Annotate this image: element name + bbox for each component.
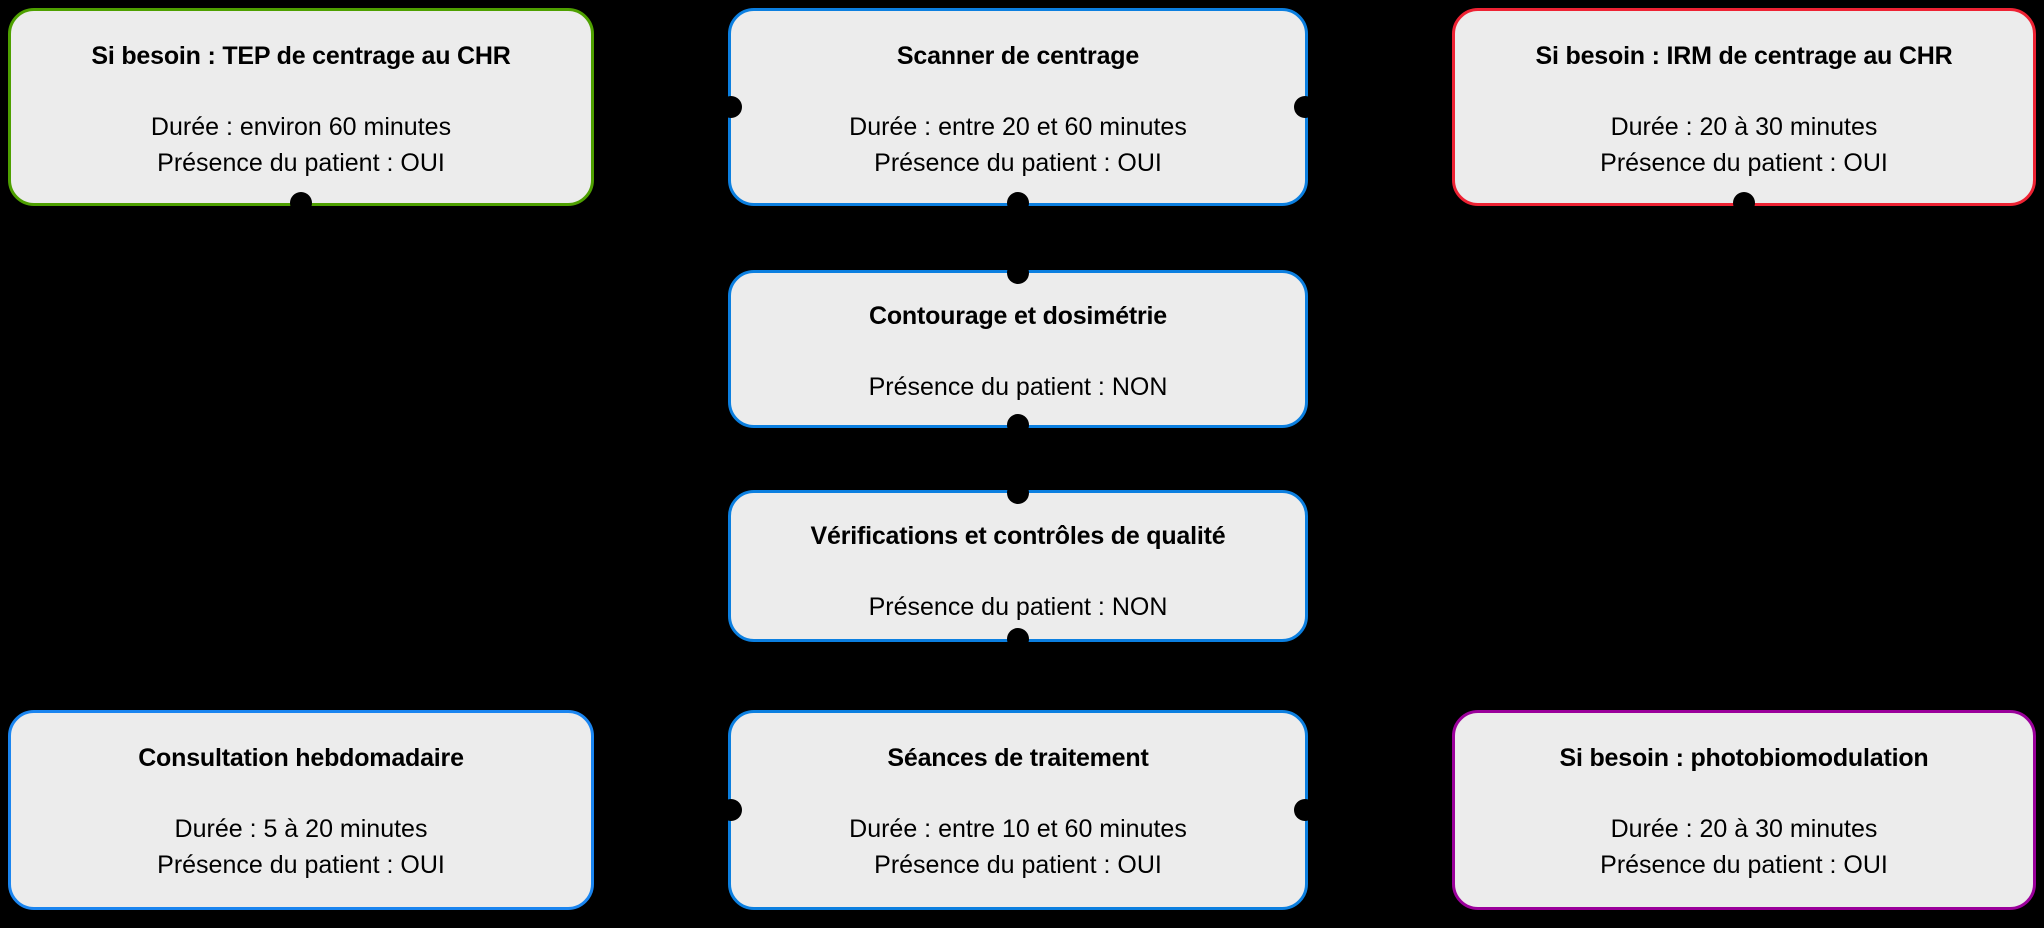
node-tep-centrage[interactable]: Si besoin : TEP de centrage au CHR Durée …	[8, 8, 594, 214]
node-detail-line: Présence du patient : NON	[868, 373, 1168, 401]
node-detail-line: Présence du patient : OUI	[874, 149, 1162, 177]
node-detail-line: Présence du patient : OUI	[157, 851, 445, 879]
connection-handle-bottom-icon[interactable]	[1007, 414, 1029, 436]
node-title: Séances de traitement	[887, 744, 1149, 772]
node-detail-line: Durée : environ 60 minutes	[150, 113, 452, 141]
node-detail-lines: Présence du patient : NON	[869, 589, 1168, 625]
node-title: Vérifications et contrôles de qualité	[810, 522, 1226, 550]
node-detail-line: Durée : entre 10 et 60 minutes	[849, 815, 1187, 843]
node-detail-line: Présence du patient : OUI	[874, 851, 1162, 879]
connection-handle-top-icon[interactable]	[1007, 482, 1029, 504]
node-title: Si besoin : photobiomodulation	[1559, 744, 1929, 772]
node-irm-centrage[interactable]: Si besoin : IRM de centrage au CHR Durée …	[1452, 8, 2036, 214]
node-detail-line: Durée : 20 à 30 minutes	[1610, 815, 1878, 843]
node-detail-line: Durée : 5 à 20 minutes	[174, 815, 428, 843]
node-detail-line: Présence du patient : OUI	[1600, 851, 1888, 879]
connection-handle-top-icon[interactable]	[1007, 262, 1029, 284]
connection-handle-left-icon[interactable]	[720, 96, 742, 118]
node-title: Consultation hebdomadaire	[138, 744, 464, 772]
node-title: Si besoin : TEP de centrage au CHR	[91, 42, 511, 70]
node-detail-line: Présence du patient : OUI	[1600, 149, 1888, 177]
node-title: Scanner de centrage	[896, 42, 1140, 70]
node-detail-line: Durée : entre 20 et 60 minutes	[849, 113, 1187, 141]
connection-handle-bottom-icon[interactable]	[1007, 628, 1029, 650]
node-title: Contourage et dosimétrie	[868, 302, 1168, 330]
node-detail-line: Présence du patient : OUI	[157, 149, 445, 177]
node-detail-line: Durée : 20 à 30 minutes	[1610, 113, 1878, 141]
node-detail-line: Présence du patient : NON	[868, 593, 1168, 621]
connection-handle-left-icon[interactable]	[720, 799, 742, 821]
node-detail-lines: Présence du patient : NON	[869, 369, 1168, 405]
connection-handle-right-icon[interactable]	[1294, 799, 1316, 821]
connection-handle-bottom-icon[interactable]	[290, 192, 312, 214]
connection-handle-bottom-icon[interactable]	[1007, 192, 1029, 214]
connection-handle-bottom-icon[interactable]	[1733, 192, 1755, 214]
node-title: Si besoin : IRM de centrage au CHR	[1535, 42, 1953, 70]
connection-handle-right-icon[interactable]	[1294, 96, 1316, 118]
